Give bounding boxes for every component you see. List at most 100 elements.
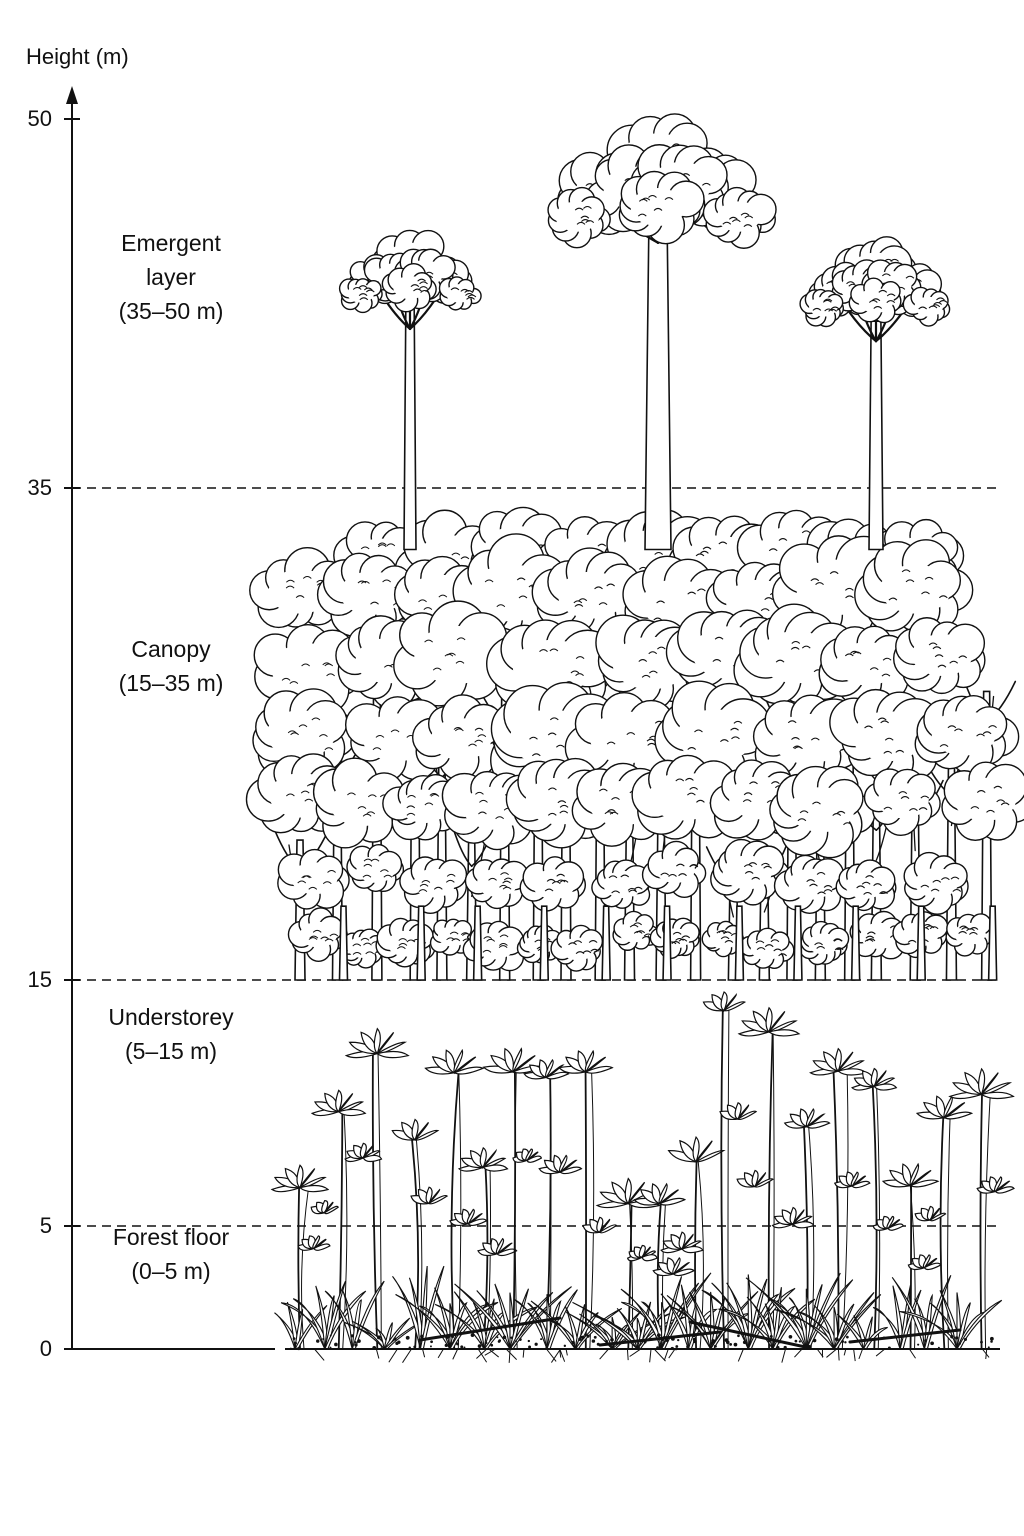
floor-plant (274, 1301, 328, 1350)
plant-stem (832, 1070, 840, 1350)
leaf-litter (586, 1334, 590, 1338)
forest-floor-plants (274, 1265, 1003, 1363)
understorey-plant (482, 1047, 545, 1350)
leaf-litter (463, 1346, 466, 1349)
layer-range: (15–35 m) (118, 670, 224, 696)
understorey-plant (851, 1067, 905, 1350)
tick-label: 15 (27, 967, 52, 992)
fern-leaf (771, 1298, 816, 1350)
tree-trunk (472, 905, 483, 981)
root-twig (422, 1348, 426, 1358)
leaf-spray (736, 1169, 774, 1188)
canopy-layer-label: Canopy (15–35 m) (66, 632, 276, 700)
floor-plant (718, 1287, 816, 1350)
tree-trunk (644, 222, 672, 551)
leaf-litter (742, 1340, 747, 1345)
canopy-foliage (835, 859, 897, 912)
leaf-litter (450, 1342, 453, 1345)
emergent-tree (338, 229, 482, 551)
tree-trunk (734, 905, 745, 981)
crown-clump (902, 286, 951, 327)
crown-clump (547, 186, 611, 249)
leaf-spray (310, 1089, 367, 1117)
leaf-spray (915, 1094, 974, 1120)
root-twig (559, 1348, 566, 1362)
tree-trunk (403, 308, 417, 551)
tick-label: 5 (39, 1213, 52, 1238)
floor-plant (344, 1317, 430, 1350)
leaf-litter (713, 1339, 716, 1342)
layer-range: (5–15 m) (124, 1038, 218, 1064)
root-twig (314, 1348, 325, 1361)
leaf-litter (292, 1337, 296, 1340)
root-twig (388, 1348, 398, 1363)
leaf-litter (794, 1339, 798, 1343)
tree-trunk (416, 905, 426, 981)
layer-range: (0–5 m) (131, 1258, 211, 1284)
leaf-spray (948, 1067, 1015, 1100)
leaf-spray (652, 1257, 696, 1277)
plant-stem (694, 1161, 698, 1350)
leaf-litter (518, 1338, 522, 1341)
root-twig (626, 1348, 629, 1361)
tick-label: 50 (27, 106, 52, 131)
canopy-foliage (769, 765, 876, 859)
floor-plant (392, 1265, 445, 1350)
layer-name: Forest floor (112, 1224, 230, 1250)
axis-title: Height (m) (26, 44, 129, 69)
plant-stem (482, 1167, 489, 1350)
leaf-spray (771, 1206, 815, 1229)
fern-leaf (574, 1307, 623, 1350)
root-twig (781, 1348, 787, 1363)
tick-label: 0 (39, 1336, 52, 1361)
leaf-litter (670, 1346, 674, 1351)
leaf-litter (593, 1335, 597, 1339)
leaf-spray (783, 1108, 831, 1129)
leaf-spray (523, 1059, 570, 1080)
leaf-litter (329, 1346, 332, 1349)
plant-stem (939, 1117, 946, 1350)
understorey-plant (558, 1049, 618, 1350)
leaf-litter (844, 1341, 847, 1344)
leaf-litter (776, 1346, 780, 1349)
leaf-litter (357, 1339, 361, 1343)
root-twig (908, 1348, 916, 1359)
leaf-spray (310, 1200, 339, 1215)
leaf-litter (665, 1337, 668, 1341)
root-twig (437, 1348, 444, 1359)
floor-plant (745, 1272, 854, 1350)
leaf-litter (769, 1334, 773, 1338)
leaf-litter (656, 1333, 661, 1338)
canopy-foliage (892, 617, 986, 695)
leaf-litter (563, 1344, 567, 1348)
leaf-litter (451, 1333, 455, 1337)
leaf-litter (656, 1346, 659, 1349)
root-twig (843, 1348, 847, 1356)
leaf-litter (950, 1335, 954, 1339)
leaf-litter (297, 1347, 301, 1351)
canopy-foliage (854, 539, 974, 633)
fern-leaf (294, 1304, 328, 1350)
root-twig (565, 1348, 568, 1356)
leaf-spray (344, 1027, 410, 1059)
fern-leaf (508, 1286, 572, 1350)
canopy-foliage (375, 917, 436, 968)
leaf-litter (376, 1335, 381, 1340)
leaf-litter (574, 1346, 578, 1350)
leaf-litter (460, 1345, 464, 1349)
canopy-foliage (863, 768, 941, 836)
canopy-foliage (393, 555, 486, 633)
leaf-litter (710, 1341, 714, 1345)
plant-stem (720, 1010, 725, 1350)
canopy-foliage (799, 920, 850, 966)
root-twig (452, 1348, 459, 1360)
fern-leaf (351, 1280, 385, 1350)
leaf-litter (778, 1341, 781, 1344)
emergent-trees (338, 113, 951, 551)
understorey-plant (948, 1067, 1015, 1350)
leaf-litter (408, 1346, 411, 1349)
canopy-foliage (277, 848, 350, 910)
tree-trunk (601, 905, 611, 981)
leaf-spray (270, 1164, 330, 1193)
